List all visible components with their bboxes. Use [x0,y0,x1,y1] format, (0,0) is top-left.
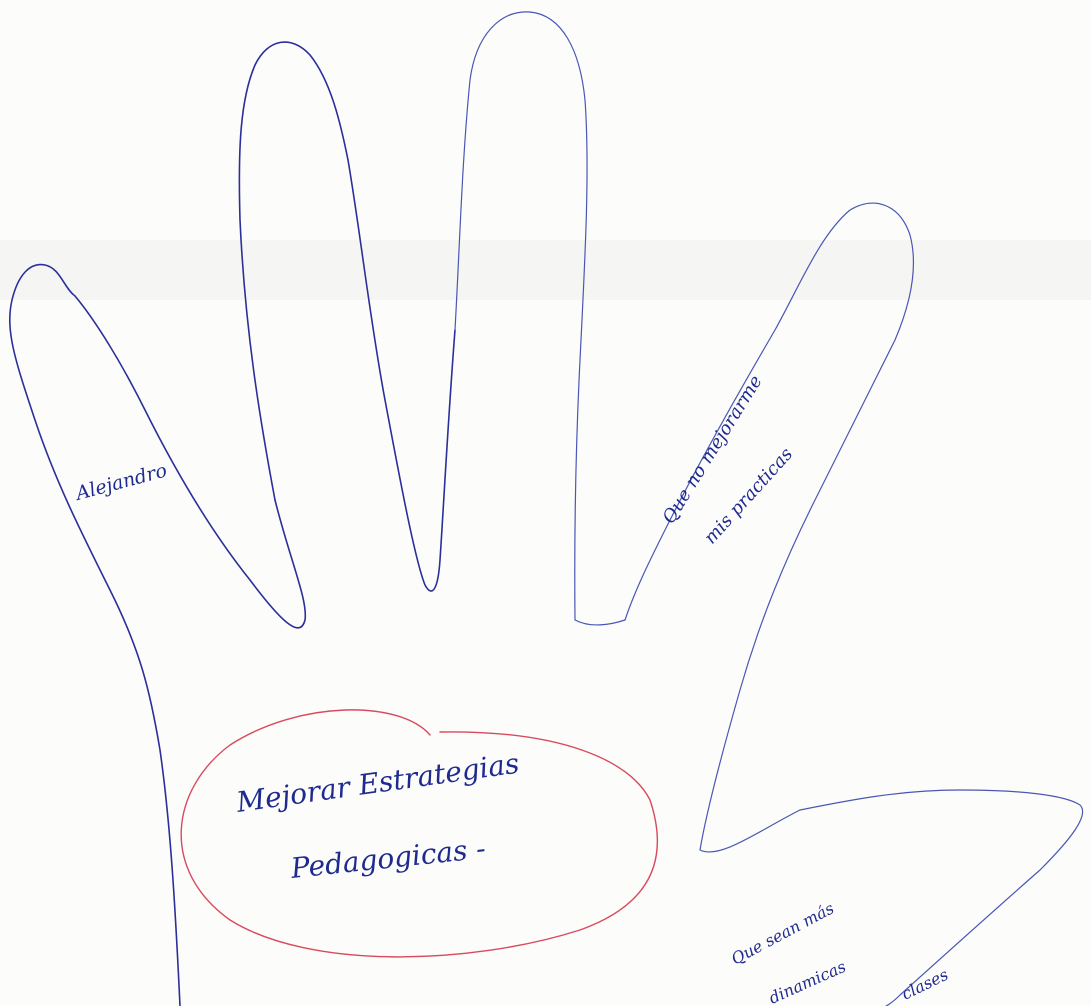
ring-finger-outline [625,203,914,852]
middle-finger-outline [455,12,625,625]
palm-line2: Pedagogicas - [288,832,487,885]
thumb-name-text: Alejandro [72,459,170,505]
palm-red-circle [181,710,657,957]
pinky-line2: dinamicas [766,957,849,1006]
thumb-outline [10,265,306,1006]
scan-shadow [0,240,1091,300]
palm-line1: Mejorar Estrategias [233,747,521,819]
index-finger-outline [239,42,455,591]
pinky-line3: clases [898,965,951,1004]
pinky-line1: Que sean más [728,898,837,968]
